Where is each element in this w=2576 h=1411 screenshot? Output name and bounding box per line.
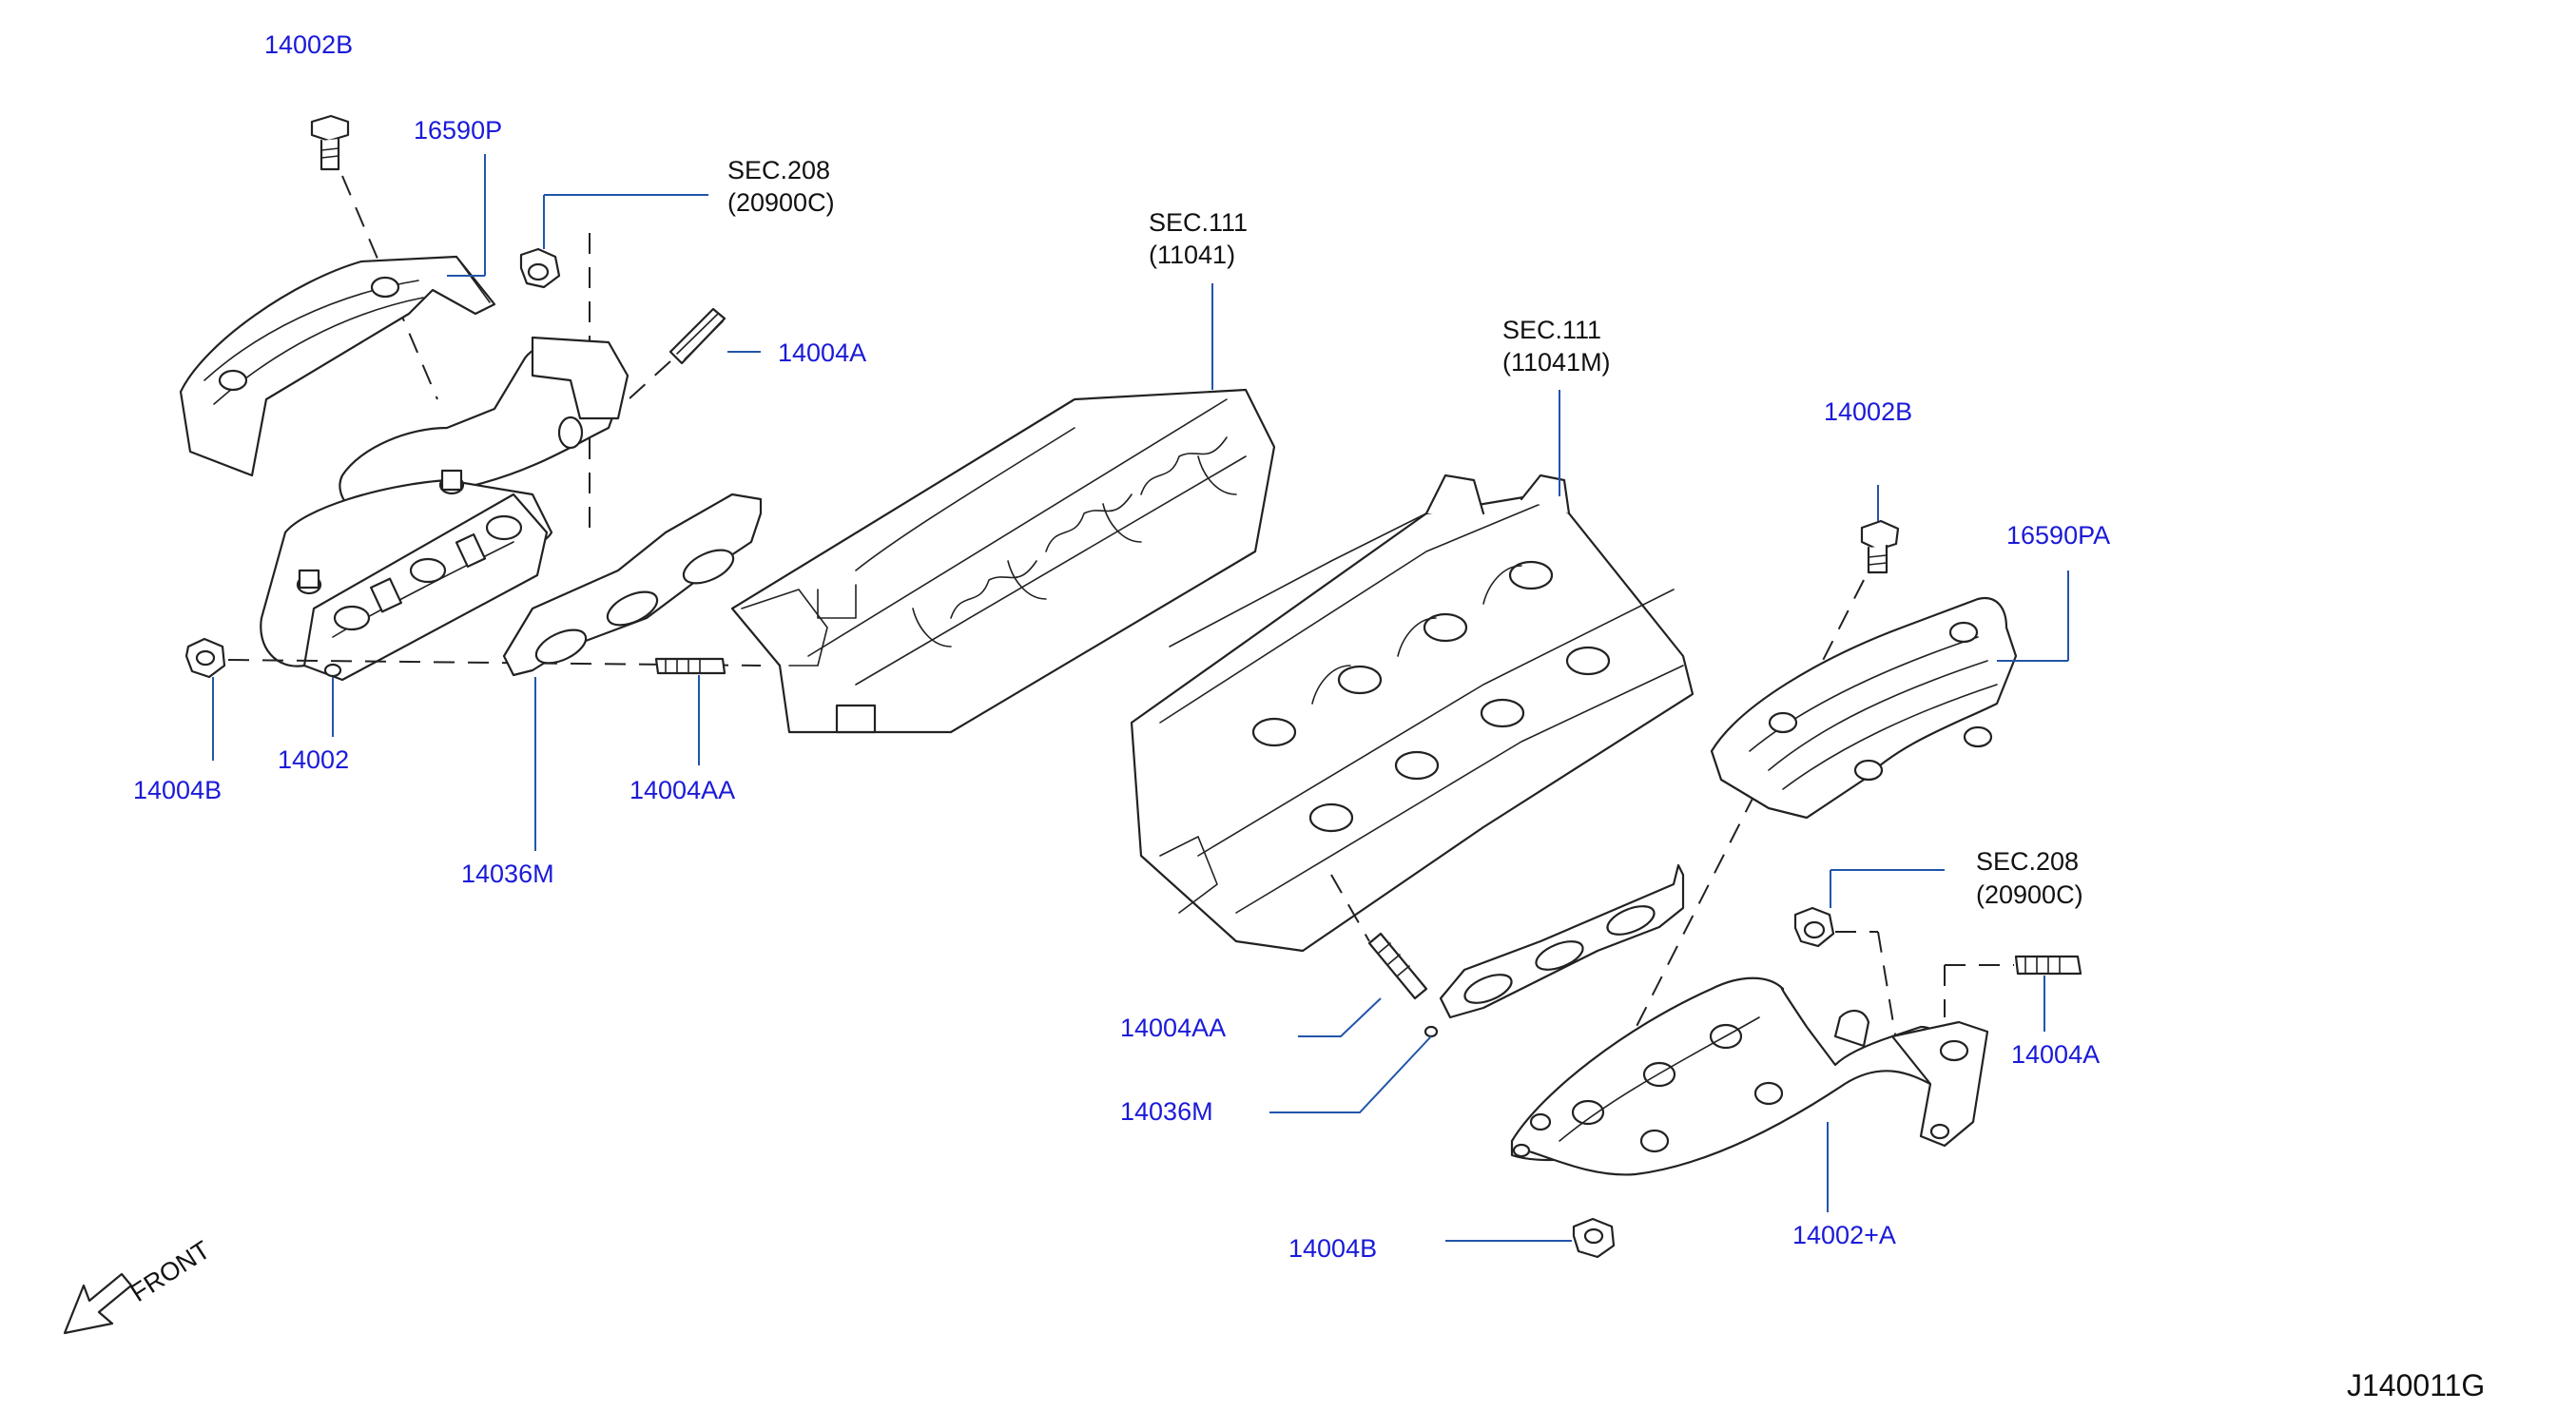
label-sec111-b: (11041) (1149, 241, 1235, 269)
bolt-14002b-left (310, 114, 350, 171)
dash-lower-left (227, 659, 762, 667)
label-14036m-left: 14036M (461, 860, 554, 888)
gasket-14036m-right (1424, 863, 1685, 1038)
stud-14004aa-right (1367, 932, 1428, 1000)
figure-id: J140011G (2347, 1368, 2485, 1402)
heat-shield-16590pa (1710, 596, 2018, 820)
label-16590p: 16590P (414, 116, 502, 145)
label-16590pa: 16590PA (2006, 521, 2110, 550)
label-sec208-right-a: SEC.208 (1976, 847, 2079, 876)
label-sec208-right-b: (20900C) (1976, 880, 2083, 909)
label-14002: 14002 (278, 745, 349, 774)
label-14002a: 14002+A (1792, 1221, 1896, 1249)
label-sec111m-a: SEC.111 (1502, 316, 1601, 344)
dash-stud-left (617, 360, 671, 410)
stud-14004aa-left (654, 657, 726, 675)
stud-14004a-left (668, 307, 726, 365)
nut-20900c-right (1793, 906, 1835, 948)
leader-14036m-right (1269, 1035, 1432, 1113)
label-14004aa-right: 14004AA (1120, 1014, 1226, 1042)
gasket-14036m-left (502, 493, 763, 677)
label-sec208-top-a: SEC.208 (727, 156, 830, 184)
nut-14004b-right (1572, 1217, 1616, 1259)
exhaust-manifold-14002 (260, 336, 629, 682)
label-14004b-right: 14004B (1288, 1234, 1377, 1263)
label-14004a-right: 14004A (2011, 1040, 2100, 1069)
dash-nut-right-v (1877, 931, 1898, 1047)
label-sec111-a: SEC.111 (1149, 208, 1248, 237)
label-14004b-left: 14004B (133, 776, 222, 804)
dash-bolt-right (1597, 579, 1865, 1104)
label-sec111m-b: (11041M) (1502, 348, 1611, 377)
dash-stud-aa-right (1330, 874, 1370, 942)
nut-20900c-left (519, 247, 561, 289)
heat-shield-16590p (179, 255, 496, 477)
label-14002b-top: 14002B (264, 30, 353, 59)
label-14036m-right: 14036M (1120, 1097, 1213, 1126)
bolt-14002b-right (1860, 519, 1900, 574)
cylinder-head-11041m (1130, 474, 1695, 953)
exhaust-manifold-14002a (1510, 976, 1989, 1176)
leader-14004aa-right (1298, 997, 1382, 1037)
label-front: FRONT (126, 1235, 215, 1307)
nut-14004b-left (184, 637, 226, 679)
front-arrow-icon (63, 1272, 133, 1335)
label-14002b-right: 14002B (1824, 397, 1912, 426)
stud-14004a-right (2014, 955, 2082, 976)
label-sec208-top-b: (20900C) (727, 188, 835, 217)
label-14004a-left: 14004A (778, 338, 866, 367)
label-14004aa-left: 14004AA (629, 776, 735, 804)
cylinder-head-11041 (730, 388, 1276, 734)
